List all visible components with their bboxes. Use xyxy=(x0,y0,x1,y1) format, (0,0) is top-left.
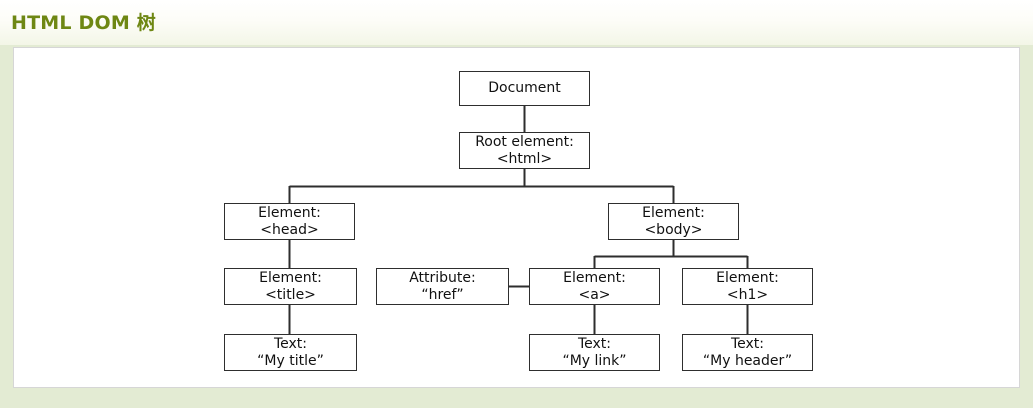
page-title: HTML DOM 树 xyxy=(11,12,156,34)
node-attribute-href-line2: “href” xyxy=(421,286,464,303)
node-text-my-link-line1: Text: xyxy=(577,335,612,352)
node-element-a-line1: Element: xyxy=(563,269,626,286)
node-document[interactable]: Document xyxy=(459,71,590,106)
node-text-my-header[interactable]: Text: “My header” xyxy=(682,334,813,371)
node-element-body-line2: <body> xyxy=(644,221,703,238)
connector-lines xyxy=(288,106,749,334)
node-root-html-line1: Root element: xyxy=(475,133,574,150)
node-attribute-href-line1: Attribute: xyxy=(409,269,476,286)
node-element-body-line1: Element: xyxy=(642,204,705,221)
node-text-my-link-line2: “My link” xyxy=(562,352,627,369)
node-root-html-line2: <html> xyxy=(496,150,553,167)
node-element-a[interactable]: Element: <a> xyxy=(529,268,660,305)
node-element-title[interactable]: Element: <title> xyxy=(224,268,357,305)
node-element-h1[interactable]: Element: <h1> xyxy=(682,268,813,305)
content-panel: Document Root element: <html> Element: <… xyxy=(13,47,1020,388)
node-element-title-line1: Element: xyxy=(259,269,322,286)
node-element-head-line1: Element: xyxy=(258,204,321,221)
dom-tree-diagram: Document Root element: <html> Element: <… xyxy=(14,48,1021,389)
node-element-title-line2: <title> xyxy=(265,286,316,303)
node-text-my-title-line2: “My title” xyxy=(257,352,324,369)
node-attribute-href[interactable]: Attribute: “href” xyxy=(376,268,509,305)
node-text-my-header-line1: Text: xyxy=(730,335,765,352)
node-element-h1-line1: Element: xyxy=(716,269,779,286)
node-root-html[interactable]: Root element: <html> xyxy=(459,132,590,169)
node-document-line1: Document xyxy=(488,80,561,96)
node-element-a-line2: <a> xyxy=(578,286,611,303)
node-element-h1-line2: <h1> xyxy=(726,286,769,303)
node-element-body[interactable]: Element: <body> xyxy=(608,203,739,240)
node-text-my-link[interactable]: Text: “My link” xyxy=(529,334,660,371)
node-element-head-line2: <head> xyxy=(260,221,319,238)
node-element-head[interactable]: Element: <head> xyxy=(224,203,355,240)
node-text-my-title[interactable]: Text: “My title” xyxy=(224,334,357,371)
node-text-my-title-line1: Text: xyxy=(273,335,308,352)
node-text-my-header-line2: “My header” xyxy=(702,352,793,369)
page-header: HTML DOM 树 xyxy=(0,0,1033,45)
